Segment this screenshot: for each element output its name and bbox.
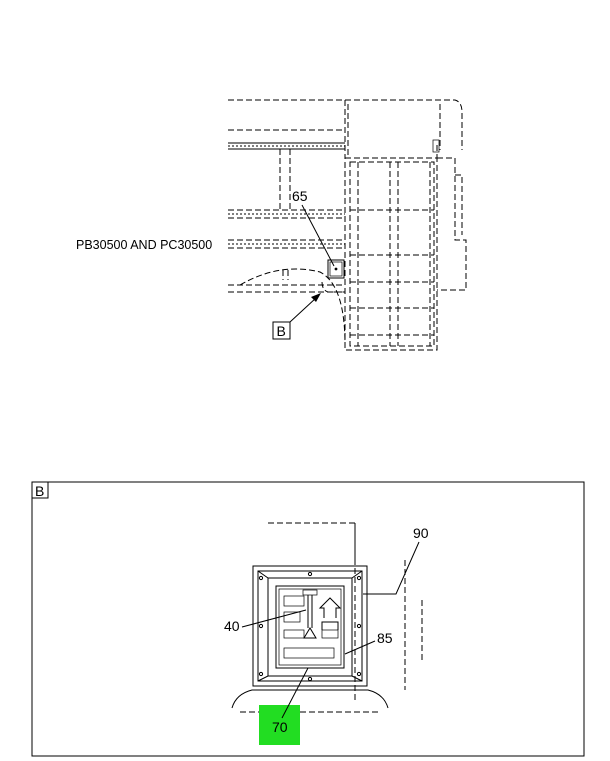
detail-ref-box	[272, 321, 291, 340]
vehicle-front-view	[228, 99, 467, 351]
leader-65	[301, 204, 335, 267]
callout-65: 65	[292, 188, 308, 204]
leader-70	[281, 667, 309, 719]
callout-90: 90	[413, 525, 429, 541]
model-caption: PB30500 AND PC30500	[76, 238, 212, 252]
callout-85: 85	[377, 630, 393, 646]
callout-70[interactable]: 70	[272, 719, 288, 735]
detail-frame-label: B	[35, 483, 44, 499]
callout-40: 40	[224, 618, 240, 634]
callout-70-highlight[interactable]	[259, 705, 300, 745]
leader-85	[344, 640, 376, 655]
access-panel-detail	[231, 522, 423, 713]
leader-90	[363, 541, 420, 595]
detail-ref-arrow	[289, 297, 317, 323]
leader-40	[241, 609, 307, 628]
detail-frame	[31, 481, 585, 757]
arrowhead	[311, 293, 321, 302]
detail-ref-label: B	[277, 323, 286, 339]
detail-frame-tag	[31, 481, 49, 499]
